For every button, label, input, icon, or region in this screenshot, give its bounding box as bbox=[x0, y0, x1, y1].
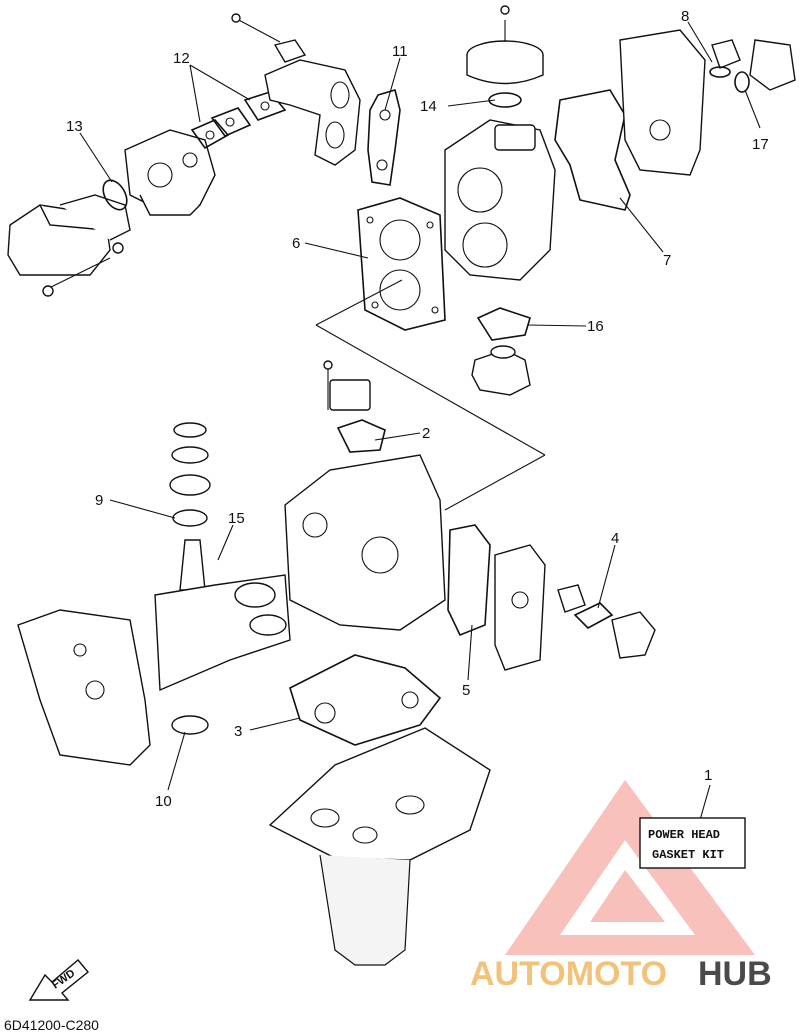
watermark-part2: HUB bbox=[698, 955, 772, 993]
intake-silencer-part bbox=[7, 179, 131, 297]
crankcase-part bbox=[17, 609, 151, 766]
callout-16: 16 bbox=[587, 318, 604, 335]
kit-label-line1: POWER HEAD bbox=[648, 828, 720, 842]
exhaust-cover-part bbox=[447, 524, 546, 671]
watermark-logo bbox=[505, 780, 755, 955]
callout-5: 5 bbox=[462, 682, 470, 699]
callout-6: 6 bbox=[292, 235, 300, 252]
head-cover-gasket bbox=[554, 89, 631, 211]
intake-gaskets bbox=[190, 91, 287, 150]
crankshaft-bearings-part bbox=[154, 422, 291, 735]
cylinder-block-part bbox=[284, 360, 446, 631]
callout-3: 3 bbox=[234, 723, 242, 740]
diagram-code: 6D41200-C280 bbox=[4, 1017, 99, 1033]
fwd-arrow-icon: FWD bbox=[28, 959, 89, 1001]
callout-1: 1 bbox=[704, 767, 712, 784]
callout-7: 7 bbox=[663, 252, 671, 269]
head-gasket bbox=[357, 197, 446, 331]
thermostat-part bbox=[471, 307, 531, 396]
kit-label-line2: GASKET KIT bbox=[652, 848, 724, 862]
callout-11: 11 bbox=[392, 43, 408, 60]
callout-numbers: 1 2 3 4 5 6 7 8 9 10 11 12 13 14 15 16 1… bbox=[66, 8, 769, 810]
head-cover-part bbox=[619, 29, 796, 176]
callout-15: 15 bbox=[228, 510, 245, 527]
block-cover-gasket bbox=[336, 419, 386, 453]
callout-8: 8 bbox=[681, 8, 689, 25]
watermark-text: AUTOMOTO HUB bbox=[470, 955, 772, 993]
kit-label-box: POWER HEAD GASKET KIT bbox=[639, 817, 746, 869]
cylinder-head-part bbox=[444, 119, 556, 281]
leader-line bbox=[315, 324, 546, 456]
sender-part bbox=[557, 584, 656, 659]
callout-13: 13 bbox=[66, 118, 83, 135]
leader-line bbox=[444, 454, 546, 511]
carburetor-part bbox=[124, 129, 216, 216]
callout-10: 10 bbox=[155, 793, 172, 810]
watermark-part1: AUTOMOTO bbox=[470, 955, 667, 993]
callout-4: 4 bbox=[611, 530, 619, 547]
callout-12: 12 bbox=[173, 50, 190, 67]
exhaust-guide-part bbox=[268, 727, 491, 966]
cam-pulley-part bbox=[466, 5, 544, 108]
callout-leaders bbox=[79, 21, 761, 821]
callout-17: 17 bbox=[752, 136, 769, 153]
callout-2: 2 bbox=[422, 425, 430, 442]
base-gasket bbox=[289, 654, 442, 746]
intake-manifold-part bbox=[231, 13, 361, 166]
callout-14: 14 bbox=[420, 98, 437, 115]
callout-9: 9 bbox=[95, 492, 103, 509]
leader-line bbox=[315, 279, 403, 326]
manifold-gasket bbox=[367, 88, 401, 186]
